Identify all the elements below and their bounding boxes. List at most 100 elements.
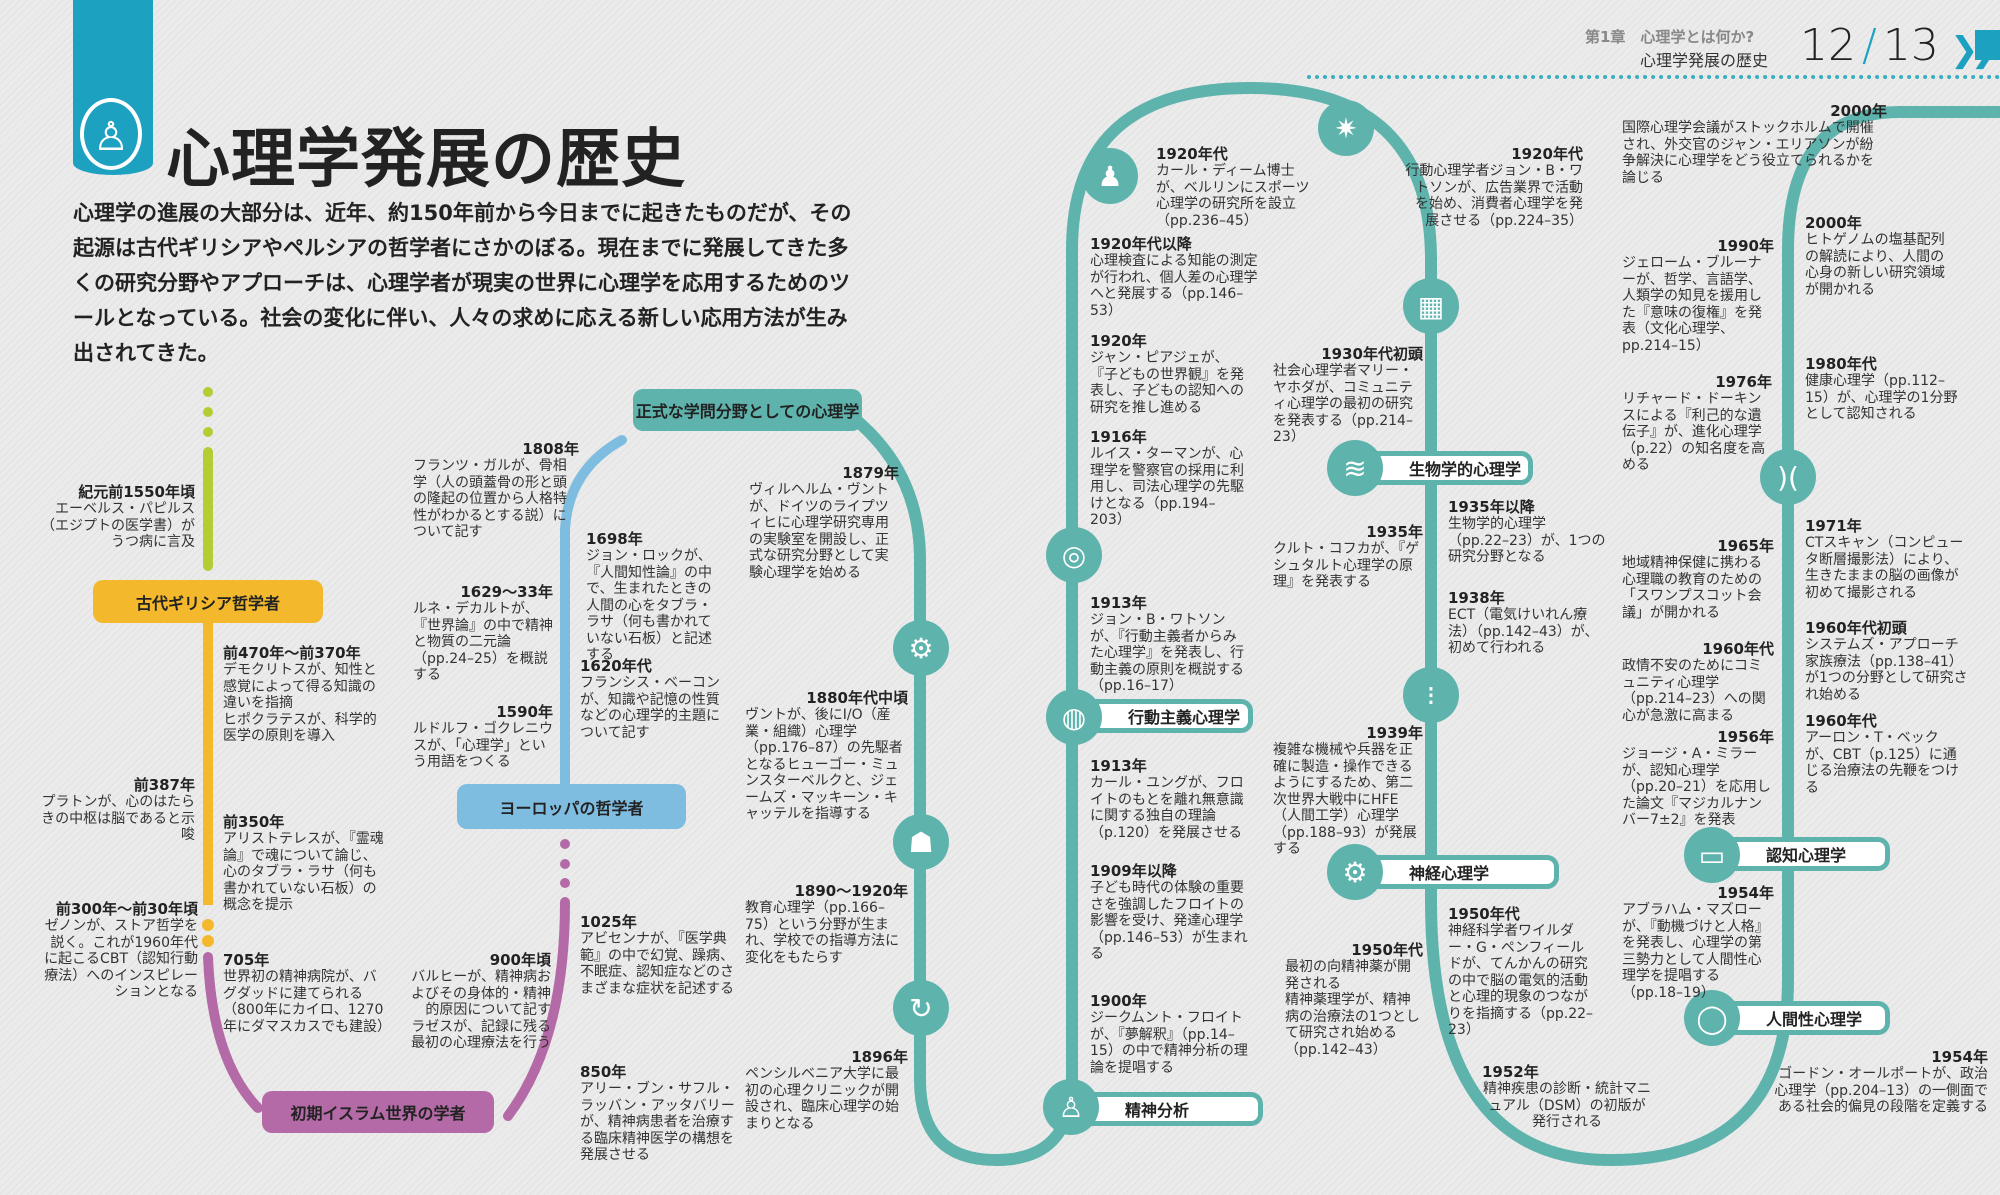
event-description: ゼノンが、ストア哲学を説く。これが1960年代に起こるCBT（認知行動療法）への… <box>44 918 198 1000</box>
event-description: アブラハム・マズローが、『動機づけと人格』を発表し、心理学の第三勢力として人間性… <box>1622 902 1769 1001</box>
timeline-event: 1965年地域精神保健に携わる心理職の教育のための「スワンプスコット会議」が開か… <box>1622 537 1774 621</box>
event-description: ゴードン・オールポートが、政治心理学（pp.204–13）の一側面である社会的偏… <box>1774 1066 1988 1115</box>
intro-paragraph: 心理学の進展の大部分は、近年、約150年前から今日までに起きたものだが、その起源… <box>73 201 852 365</box>
event-date: 1976年 <box>1715 373 1772 391</box>
event-date: 1916年 <box>1090 428 1147 446</box>
next-page-tab[interactable] <box>1975 30 2000 60</box>
era-behaviorism: 行動主義心理学 <box>1074 699 1253 733</box>
event-description: ジークムント・フロイトが、『夢解釈』（pp.14–15）の中で精神分析の理論を提… <box>1090 1010 1248 1076</box>
event-description: システムズ・アプローチ家族療法（pp.138–41）が1つの分野として研究され始… <box>1805 637 1968 703</box>
era-formal: 正式な学問分野としての心理学 <box>633 389 862 431</box>
timeline-event: 1920年代行動心理学者ジョン・B・ワトソンが、広告業界で活動を始め、消費者心理… <box>1403 145 1583 229</box>
event-description: 健康心理学（pp.112–15）が、心理学の1分野として認知される <box>1805 373 1958 422</box>
reading-person-icon: ☗ <box>893 814 949 870</box>
event-date: 1960年代 <box>1805 712 1877 730</box>
event-date: 900年頃 <box>489 951 551 969</box>
timeline-event: 1960年代アーロン・T・ベックが、CBT（p.125）に通じる治療法の先鞭をつ… <box>1805 712 1965 796</box>
timeline-event: 前387年プラトンが、心のはたらきの中枢は脳であると示唆 <box>40 776 195 844</box>
event-description: 行動心理学者ジョン・B・ワトソンが、広告業界で活動を始め、消費者心理学を発展させ… <box>1405 163 1583 229</box>
timeline-event: 前350年アリストテレスが、『霊魂論』で魂について論じ、心のタブラ・ラサ（何も書… <box>223 813 388 914</box>
event-description: 地域精神保健に携わる心理職の教育のための「スワンプスコット会議」が開かれる <box>1622 555 1762 621</box>
event-date: 1952年 <box>1482 1063 1539 1081</box>
timeline-event: 2000年ヒトゲノムの塩基配列の解読により、人間の心身の新しい研究領域が開かれる <box>1805 214 1955 298</box>
europe-timeline <box>560 435 627 789</box>
event-date: 1960年代初頭 <box>1805 619 1907 637</box>
event-date: 1900年 <box>1090 992 1147 1010</box>
event-date: 1590年 <box>496 703 553 721</box>
event-description: フランツ・ガルが、骨相学（人の頭蓋骨の形と頭の隆起の位置から人格特性がわかるとす… <box>413 458 567 540</box>
timeline-event: 1620年代フランシス・ベーコンが、知識や記憶の性質などの心理学的主題について記… <box>580 657 720 741</box>
event-date: 1920年 <box>1090 332 1147 350</box>
event-date: 1935年 <box>1366 523 1423 541</box>
gears-icon: ⚙ <box>893 620 949 676</box>
era-islam: 初期イスラム世界の学者 <box>262 1091 494 1133</box>
event-date: 1938年 <box>1448 589 1505 607</box>
shopping-basket-icon: ✷ <box>1318 100 1374 156</box>
event-description: フランシス・ベーコンが、知識や記憶の性質などの心理学的主題について記す <box>580 675 720 741</box>
event-description: カール・ユングが、フロイトのもとを離れ無意識に関する独自の理論（p.120）を発… <box>1090 775 1244 841</box>
event-date: 850年 <box>580 1063 627 1081</box>
event-description: アーロン・T・ベックが、CBT（p.125）に通じる治療法の先鞭をつける <box>1805 730 1959 796</box>
event-date: 1896年 <box>851 1048 908 1066</box>
timeline-event: 1990年ジェローム・ブルーナーが、哲学、言語学、人類学の知見を援用した『意味の… <box>1622 237 1774 354</box>
event-description: ジャン・ピアジェが、『子どもの世界観』を発表し、子どもの認知への研究を推し進める <box>1090 350 1244 416</box>
event-date: 1698年 <box>586 530 643 548</box>
event-date: 1909年以降 <box>1090 862 1177 880</box>
event-date: 前300年～前30年頃 <box>55 900 198 918</box>
event-description: エーベルス・パピルス（エジプトの医学書）がうつ病に言及 <box>41 501 195 550</box>
timeline-event: 1698年ジョン・ロックが、『人間知性論』の中で、生まれたときの人間の心をタブラ… <box>586 530 716 664</box>
timeline-event: 1920年代カール・ディーム博士が、ベルリンにスポーツ心理学の研究所を設立（pp… <box>1156 145 1311 229</box>
event-description: 世界初の精神病院が、バグダッドに建てられる（800年にカイロ、1270年にダマス… <box>223 969 391 1035</box>
event-description: 子ども時代の体験の重要さを強調したフロイトの影響を受け、発達心理学（pp.146… <box>1090 880 1248 962</box>
event-description: プラトンが、心のはたらきの中枢は脳であると示唆 <box>41 794 195 843</box>
event-date: 1913年 <box>1090 594 1147 612</box>
era-cognitive: 認知心理学 <box>1712 837 1890 871</box>
era-europe: ヨーロッパの哲学者 <box>457 784 686 829</box>
event-date: 1971年 <box>1805 517 1862 535</box>
event-description: 国際心理学会議がストックホルムで開催され、外交官のジャン・エリアソンが紛争解決に… <box>1622 120 1874 186</box>
event-description: ヴィルヘルム・ヴントが、ドイツのライプツィヒに心理学研究専用の実験室を開設し、正… <box>749 482 889 581</box>
event-description: クルト・コフカが、『ゲシュタルト心理学の原理』を発表する <box>1273 541 1420 590</box>
event-date: 1960年代 <box>1702 640 1774 658</box>
event-date: 1935年以降 <box>1448 498 1535 516</box>
page-slash: / <box>1862 20 1877 71</box>
timeline-event: 1913年ジョン・B・ワトソンが、『行動主義者からみた心理学』を発表し、行動主義… <box>1090 594 1250 695</box>
event-description: ECT（電気けいれん療法）（pp.142–43）が、初めて行われる <box>1448 607 1599 656</box>
computer-icon: ▭ <box>1684 827 1740 883</box>
timeline-event: 1025年アビセンナが、『医学典範』の中で幻覚、躁病、不眠症、認知症などのさまざ… <box>580 913 735 997</box>
timeline-event: 1629～33年ルネ・デカルトが、『世界論』の中で精神と物質の二元論（pp.24… <box>413 583 553 684</box>
timeline-event: 705年世界初の精神病院が、バグダッドに建てられる（800年にカイロ、1270年… <box>223 951 391 1035</box>
timeline-event: 1920年代以降心理検査による知能の測定が行われ、個人差の心理学へと発展する（p… <box>1090 235 1265 319</box>
event-date: 1913年 <box>1090 757 1147 775</box>
event-description: リチャード・ドーキンスによる『利己的な遺伝子』が、進化心理学（p.22）の知名度… <box>1622 391 1766 473</box>
event-date: 1954年 <box>1717 884 1774 902</box>
event-description: 神経科学者ワイルダー・G・ペンフィールドが、てんかんの研究の中で脳の電気的活動と… <box>1448 923 1594 1038</box>
event-date: 1956年 <box>1717 728 1774 746</box>
event-date: 1620年代 <box>580 657 652 675</box>
dna-icon: ≋ <box>1327 440 1383 496</box>
faces-icon: )( <box>1760 449 1816 505</box>
timeline-event: 1950年代最初の向精神薬が開発される 精神薬理学が、精神病の治療法の1つとして… <box>1285 941 1423 1058</box>
event-date: 1920年代以降 <box>1090 235 1192 253</box>
keyhole-person-icon: ♙ <box>1043 1079 1099 1135</box>
event-description: 精神疾患の診断・統計マニュアル（DSM）の初版が発行される <box>1483 1081 1651 1130</box>
event-date: 紀元前1550年頃 <box>78 483 195 501</box>
event-description: ジョン・B・ワトソンが、『行動主義者からみた心理学』を発表し、行動主義の原則を概… <box>1090 612 1244 694</box>
event-description: ジョン・ロックが、『人間知性論』の中で、生まれたときの人間の心をタブラ・ラサ（何… <box>586 548 712 663</box>
event-date: 1920年代 <box>1156 145 1228 163</box>
timeline-event: 1960年代政情不安のためにコミュニティ心理学（pp.214–23）への関心が急… <box>1622 640 1774 724</box>
timeline-event: 1935年以降生物学的心理学（pp.22–23）が、1つの研究分野となる <box>1448 498 1606 566</box>
keyhole-person-icon: ♙ <box>80 98 142 170</box>
event-description: ルネ・デカルトが、『世界論』の中で精神と物質の二元論（pp.24–25）を概説す… <box>413 601 553 683</box>
event-description: ペンシルベニア大学に最初の心理クリニックが開設され、臨床心理学の始まりとなる <box>745 1066 900 1132</box>
event-date: 1950年代 <box>1448 905 1520 923</box>
buildings-icon: ▦ <box>1403 278 1459 334</box>
timeline-event: 850年アリー・ブン・サフル・ラッバン・アッタバリーが、精神病患者を治療する臨床… <box>580 1063 738 1164</box>
era-biological: 生物学的心理学 <box>1355 451 1533 485</box>
page-number: 12/13 <box>1800 20 1939 71</box>
event-description: 政情不安のためにコミュニティ心理学（pp.214–23）への関心が急激に高まる <box>1622 658 1766 724</box>
event-date: 1880年代中頃 <box>806 689 908 707</box>
era-neuro: 神経心理学 <box>1355 855 1559 889</box>
event-description: ヴントが、後にI/O（産業・組織）心理学（pp.176–87）の先駆者となるヒュ… <box>745 707 903 822</box>
